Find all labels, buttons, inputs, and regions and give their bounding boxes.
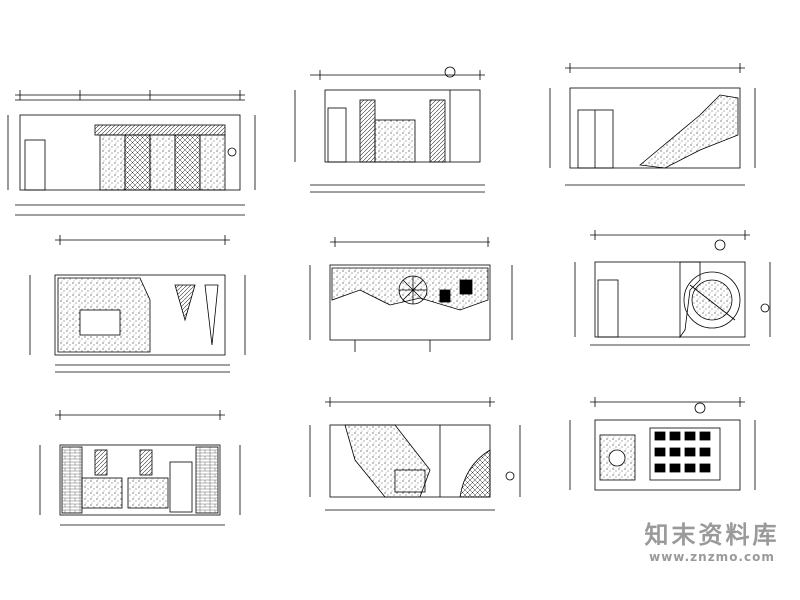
elevation-panel-6	[574, 230, 771, 346]
watermark: 知末资料库 www.znzmo.com	[632, 520, 792, 564]
elevation-panel-3	[549, 63, 756, 186]
watermark-url: www.znzmo.com	[649, 550, 775, 564]
elevation-panel-4	[29, 235, 246, 373]
elevation-panel-5	[309, 237, 513, 352]
watermark-logo-text: 知末资料库	[644, 521, 780, 549]
elevation-panel-7	[39, 410, 241, 526]
elevation-panel-2	[294, 66, 485, 193]
elevation-panel-1	[7, 90, 256, 216]
elevation-panel-9	[569, 397, 756, 491]
elevation-panel-8	[309, 397, 521, 511]
